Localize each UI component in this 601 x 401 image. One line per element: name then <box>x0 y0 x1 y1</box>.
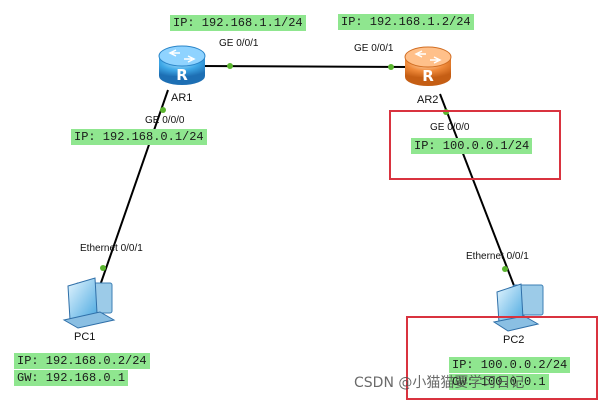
watermark: CSDN @小猫猫要学习日记 <box>354 375 525 391</box>
router-ar2-icon: R <box>404 46 452 86</box>
pc2-icon <box>492 283 544 332</box>
pc1-icon <box>62 277 116 329</box>
pc1-ip-label: IP: 192.168.0.2/24 <box>14 353 150 369</box>
ar1-ge000-ip-label: IP: 192.168.0.1/24 <box>71 129 207 145</box>
ar1-device-label: AR1 <box>171 92 193 104</box>
port-dot-ar1-ge000 <box>160 107 166 113</box>
pc1-gw-label: GW: 192.168.0.1 <box>14 370 129 386</box>
link-ar2-pc2 <box>439 93 519 297</box>
pc2-highlight-box <box>406 316 598 400</box>
ar2-ge000-port-label: GE 0/0/0 <box>430 122 470 133</box>
port-dot-pc2-eth <box>502 266 508 272</box>
pc2-eth-port-label: Ethernet 0/0/1 <box>466 251 529 262</box>
link-ar1-pc1 <box>94 89 169 301</box>
pc1-eth-port-label: Ethernet 0/0/1 <box>80 243 143 254</box>
link-ar1-ar2 <box>199 65 411 68</box>
ar2-ge000-highlight-box <box>389 110 561 180</box>
ar1-ge001-ip-label: IP: 192.168.1.1/24 <box>170 15 306 31</box>
ar1-ge000-port-label: GE 0/0/0 <box>145 115 185 126</box>
ar2-ge000-ip-label: IP: 100.0.0.1/24 <box>411 138 533 154</box>
router-ar1-icon: R <box>158 45 206 85</box>
svg-text:R: R <box>176 66 188 84</box>
ar2-ge001-ip-label: IP: 192.168.1.2/24 <box>338 14 474 30</box>
port-dot-pc1-eth <box>100 265 106 271</box>
port-dot-ar1-ge001 <box>227 63 233 69</box>
pc2-device-label: PC2 <box>503 334 525 346</box>
pc2-gw-label: GW: 100.0.0.1 <box>449 374 549 390</box>
ar2-device-label: AR2 <box>417 94 439 106</box>
pc2-ip-label: IP: 100.0.0.2/24 <box>449 357 571 373</box>
pc1-device-label: PC1 <box>74 331 96 343</box>
port-dot-ar2-ge001 <box>388 64 394 70</box>
ar2-ge001-port-label: GE 0/0/1 <box>354 43 394 54</box>
svg-text:R: R <box>422 67 434 85</box>
ar1-ge001-port-label: GE 0/0/1 <box>219 38 259 49</box>
